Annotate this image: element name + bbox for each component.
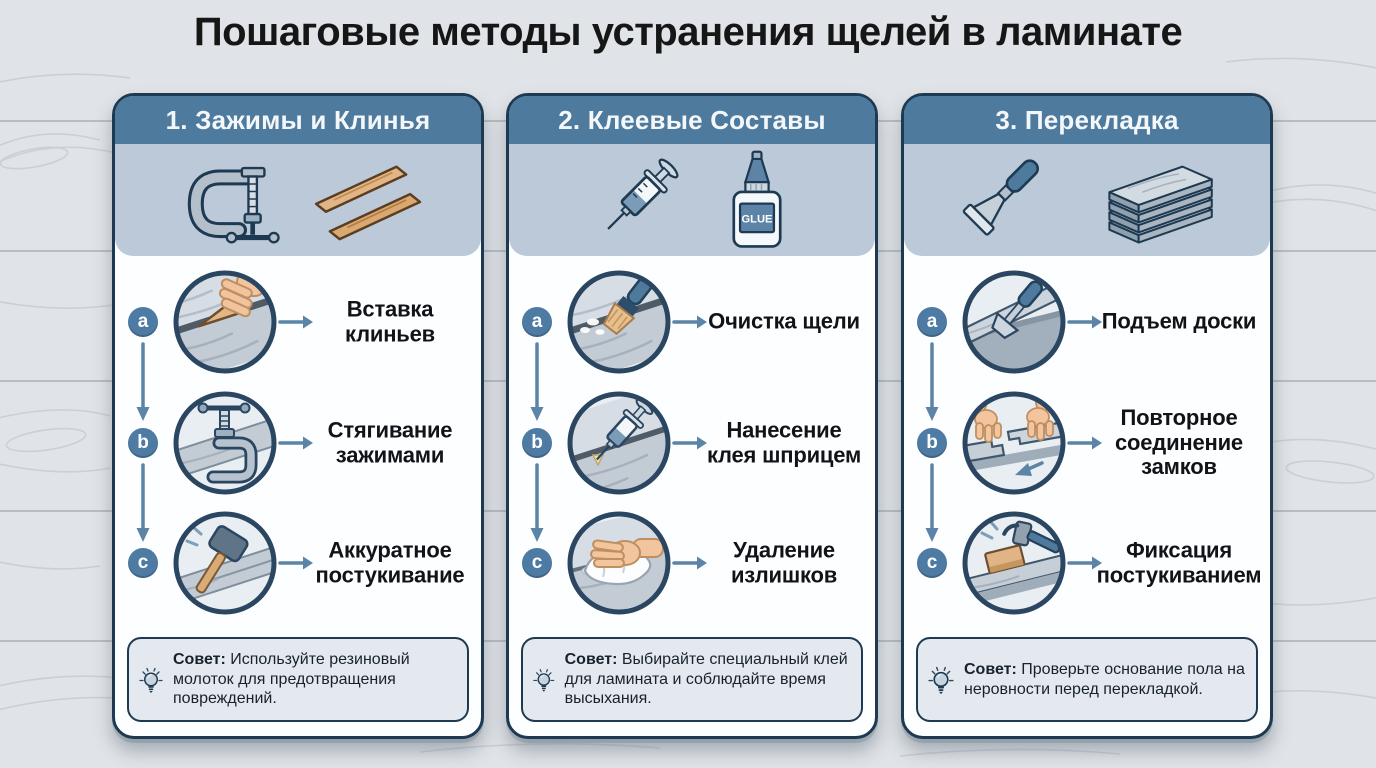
- insert-wedge-icon: [173, 270, 277, 374]
- step-label: Аккуратное постукивание: [315, 537, 465, 587]
- method-1-tool-panel: [115, 144, 481, 256]
- lock-rejoining-icon: [962, 391, 1066, 495]
- down-arrow-icon: [530, 342, 544, 421]
- tip-box: Совет: Используйте резиновый молоток для…: [127, 637, 469, 722]
- down-arrow-icon: [530, 463, 544, 542]
- lightbulb-icon: [928, 666, 954, 694]
- c-clamp-icon: [187, 166, 280, 244]
- step-badge-c: c: [917, 548, 947, 578]
- method-1-title: 1. Зажимы и Клинья: [165, 104, 431, 135]
- page-title: Пошаговые методы устранения щелей в лами…: [193, 10, 1183, 54]
- step-badge-c: c: [128, 548, 158, 578]
- lightbulb-icon: [533, 668, 555, 692]
- lightbulb-icon: [139, 667, 163, 693]
- step-arrow-icon: [672, 315, 707, 329]
- step-arrow-icon: [1067, 315, 1102, 329]
- step-badge-a: a: [917, 307, 947, 337]
- brush-cleaning-icon: [567, 270, 671, 374]
- method-card-clamps-wedges: 1. Зажимы и Клинья: [112, 93, 484, 739]
- down-arrow-icon: [136, 342, 150, 421]
- syringe-glue-icon: [567, 391, 671, 495]
- step-arrow-icon: [278, 436, 313, 450]
- step-label: Нанесение клея шприцем: [706, 417, 862, 467]
- mallet-tapping-icon: [173, 511, 277, 615]
- step-label: Стягивание зажимами: [327, 417, 453, 467]
- down-arrow-icon: [925, 342, 939, 421]
- step-arrow-icon: [1067, 436, 1102, 450]
- hammer-block-icon: [962, 511, 1066, 615]
- tip-label: Совет:: [173, 651, 226, 669]
- step-arrow-icon: [672, 436, 707, 450]
- step-label: Удаление излишков: [730, 537, 838, 587]
- method-2-header: 2. Клеевые Составы: [509, 96, 875, 144]
- step-label: Вставка клиньев: [345, 296, 435, 346]
- board-lifting-icon: [962, 270, 1066, 374]
- down-arrow-icon: [925, 463, 939, 542]
- method-1-header: 1. Зажимы и Клинья: [115, 96, 481, 144]
- method-2-title: 2. Клеевые Составы: [558, 104, 826, 135]
- step-badge-b: b: [917, 428, 947, 458]
- glue-bottle-icon: GLUE: [732, 150, 782, 248]
- method-2-tool-panel: GLUE: [509, 144, 875, 256]
- method-3-title: 3. Перекладка: [995, 104, 1179, 135]
- step-arrow-icon: [1067, 556, 1102, 570]
- step-label: Очистка щели: [708, 308, 860, 334]
- tip-box: Совет: Выбирайте специальный клей для ла…: [521, 637, 863, 722]
- step-label: Фиксация постукиванием: [1096, 537, 1262, 587]
- glue-bottle-label: GLUE: [742, 213, 773, 225]
- tip-label: Совет:: [964, 660, 1017, 678]
- tip-text: Совет: Выбирайте специальный клей для ла…: [564, 651, 848, 708]
- method-3-tool-panel: [904, 144, 1270, 256]
- step-badge-a: a: [522, 307, 552, 337]
- glue-syringe-icon: [607, 158, 679, 230]
- wood-wedges-icon: [314, 165, 422, 241]
- step-badge-c: c: [522, 548, 552, 578]
- step-arrow-icon: [278, 315, 313, 329]
- tip-text: Совет: Проверьте основание пола на неров…: [964, 660, 1245, 698]
- plank-stack-icon: [1108, 165, 1213, 244]
- tip-label: Совет:: [564, 651, 618, 669]
- clamp-tightening-icon: [173, 391, 277, 495]
- step-arrow-icon: [672, 556, 707, 570]
- step-arrow-icon: [278, 556, 313, 570]
- tip-text: Совет: Используйте резиновый молоток для…: [173, 651, 410, 708]
- step-label: Подъем доски: [1101, 308, 1257, 334]
- step-badge-a: a: [128, 307, 158, 337]
- cloth-wiping-icon: [567, 511, 671, 615]
- tip-box: Совет: Проверьте основание пола на неров…: [916, 637, 1258, 722]
- step-badge-b: b: [522, 428, 552, 458]
- down-arrow-icon: [136, 463, 150, 542]
- method-card-relaying: 3. Перекладка: [901, 93, 1273, 739]
- method-card-adhesives: 2. Клеевые Составы: [506, 93, 878, 739]
- method-3-header: 3. Перекладка: [904, 96, 1270, 144]
- pry-scraper-icon: [962, 159, 1039, 236]
- step-badge-b: b: [128, 428, 158, 458]
- step-label: Повторное соединение замков: [1115, 405, 1243, 480]
